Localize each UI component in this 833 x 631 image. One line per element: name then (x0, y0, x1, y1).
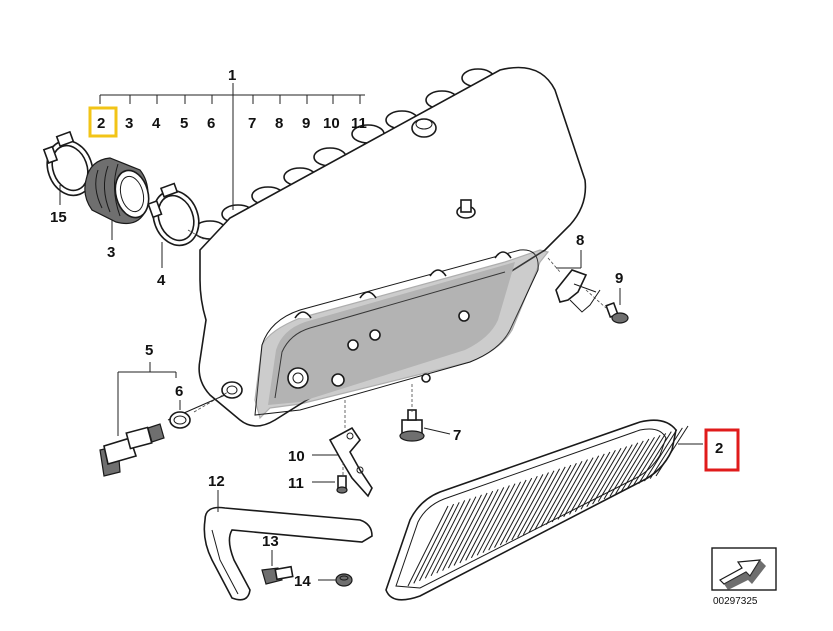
filter-pleat (528, 466, 566, 533)
o-ring-6 (169, 411, 191, 429)
filter-pleat (649, 427, 683, 479)
filter-pleat (447, 492, 488, 569)
filter-pleat (499, 475, 538, 546)
screw-11 (336, 475, 348, 494)
rubber-mount-7 (399, 409, 425, 442)
filter-pleat (522, 468, 561, 536)
parts-row: 2 3 4 5 6 7 8 9 10 11 (97, 115, 367, 132)
bracket-8 (555, 269, 601, 313)
filter-pleat (424, 500, 466, 579)
filter-pleat (580, 449, 616, 510)
filter-pleat (632, 433, 667, 487)
callout-5: 5 (145, 342, 153, 359)
filter-pleat (453, 490, 494, 566)
callouts: 1 15 3 4 5 6 7 8 9 10 11 12 13 14 (50, 67, 623, 590)
filter-pleat (436, 496, 477, 574)
row-label-11: 11 (351, 115, 367, 132)
row-label-8: 8 (275, 115, 283, 132)
air-filter-element-2 (385, 419, 689, 601)
bracket-12 (203, 506, 373, 601)
callout-12: 12 (208, 473, 225, 490)
filter-pleat (534, 464, 572, 530)
filter-pleat (442, 494, 482, 571)
filter-pleat (545, 461, 583, 525)
filter-pleat (638, 431, 672, 484)
filter-pleat (620, 436, 655, 492)
temperature-sensor-5 (99, 394, 226, 477)
callout-13: 13 (262, 533, 279, 550)
hose-clamp-15 (42, 130, 94, 197)
filter-pleat (470, 485, 510, 559)
filter-pleat (419, 502, 460, 582)
highlight-box-row (88, 106, 118, 138)
callout-1: 1 (228, 67, 236, 84)
filter-pleat (597, 444, 633, 502)
view-arrow-icon (711, 547, 777, 591)
holder-10 (328, 426, 373, 498)
screw-13 (261, 565, 294, 585)
filter-pleat (603, 442, 639, 500)
row-label-5: 5 (180, 115, 188, 132)
callout-3: 3 (107, 244, 115, 261)
filter-pleat (586, 448, 622, 507)
row-label-7: 7 (248, 115, 256, 132)
nut-14 (335, 573, 353, 587)
highlight-box-filter (704, 428, 740, 472)
filter-pleat (511, 472, 549, 541)
callout-7: 7 (453, 427, 461, 444)
callout-4: 4 (157, 272, 166, 289)
filter-pleat (644, 429, 678, 482)
row-label-10: 10 (323, 115, 340, 132)
filter-pleat (494, 477, 533, 548)
rubber-bellows-3 (84, 157, 150, 225)
callout-6: 6 (175, 383, 183, 400)
filter-pleat (574, 451, 611, 513)
filter-pleat (413, 503, 455, 584)
callout-2-filter: 2 (715, 440, 723, 457)
filter-pleat (615, 438, 650, 495)
filter-pleat (488, 479, 527, 551)
intake-silencer-housing (193, 66, 587, 427)
row-label-3: 3 (125, 115, 133, 132)
callout-15: 15 (50, 209, 67, 226)
filter-pleat (430, 498, 471, 577)
screw-9 (605, 301, 629, 324)
filter-pleat (517, 470, 555, 538)
filter-pleat (540, 462, 577, 528)
filter-pleat (551, 459, 588, 523)
filter-pleat (569, 453, 605, 515)
row-label-2: 2 (97, 115, 105, 132)
filter-pleat (609, 440, 644, 497)
filter-pleat (626, 435, 661, 490)
filter-pleat (459, 489, 499, 564)
row-label-4: 4 (152, 115, 161, 132)
hose-clamp-4 (147, 182, 200, 247)
filter-pleat (505, 474, 544, 543)
leader-lines (59, 83, 703, 581)
callout-9: 9 (615, 270, 623, 287)
filter-pleat (592, 446, 628, 505)
row-label-9: 9 (302, 115, 310, 132)
callout-8: 8 (576, 232, 584, 249)
callout-10: 10 (288, 448, 305, 465)
drawing-code: 00297325 (713, 596, 758, 607)
filter-pleat (557, 457, 594, 520)
filter-pleat (465, 487, 505, 561)
filter-pleat (407, 505, 449, 587)
filter-pleat (482, 481, 522, 553)
filter-pleat (563, 455, 600, 518)
row-label-6: 6 (207, 115, 215, 132)
filter-pleat (476, 483, 516, 556)
filter-pleat (655, 425, 689, 477)
callout-11: 11 (288, 475, 304, 492)
callout-14: 14 (294, 573, 311, 590)
